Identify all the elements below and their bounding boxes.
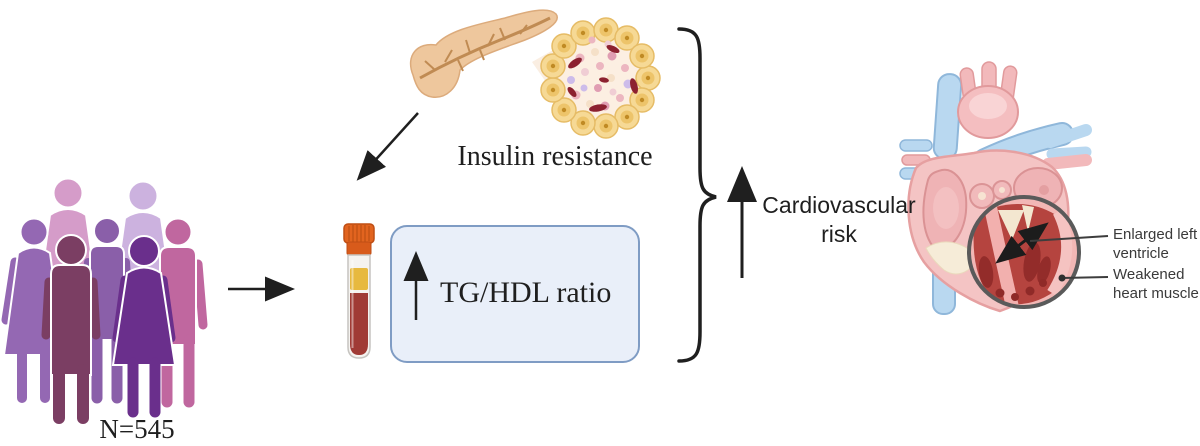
tg-hdl-ratio-label: TG/HDL ratio: [440, 276, 612, 309]
blood-layer: [350, 293, 368, 355]
cap-ridges: [348, 225, 370, 242]
pink-vessels: [957, 61, 1092, 170]
person-front-right: [111, 235, 177, 418]
down-left-arrow-icon: [356, 112, 419, 181]
islet-zoom-icon: [540, 17, 661, 139]
islet-vessels: [567, 44, 638, 112]
tg-hdl-box: [390, 225, 640, 363]
insulin-resistance-label: Insulin resistance: [457, 141, 653, 172]
annotation-leader-lines: [1029, 235, 1109, 282]
person-front-left: [41, 234, 101, 424]
zoom-circle-icon: [967, 195, 1081, 309]
enlarged-left-ventricle-label: Enlarged left ventricle: [1113, 226, 1198, 262]
cohort-size-label: N=545: [99, 414, 175, 444]
pancreas-duct-branches: [424, 24, 528, 72]
curly-brace-icon: [677, 27, 717, 363]
ventricle-detail: [973, 198, 1073, 307]
blood-sample-tube-icon: [343, 223, 375, 359]
heart-chambers: [922, 167, 1063, 275]
people-group-icon: [1, 177, 208, 424]
serum-layer: [350, 268, 368, 290]
cardiovascular-risk-label: Cardiovascular risk: [762, 192, 916, 247]
acinar-core: [550, 27, 651, 129]
double-headed-arrow-icon: [995, 222, 1049, 264]
weakened-heart-muscle-label: Weakened heart muscle: [1113, 266, 1199, 302]
